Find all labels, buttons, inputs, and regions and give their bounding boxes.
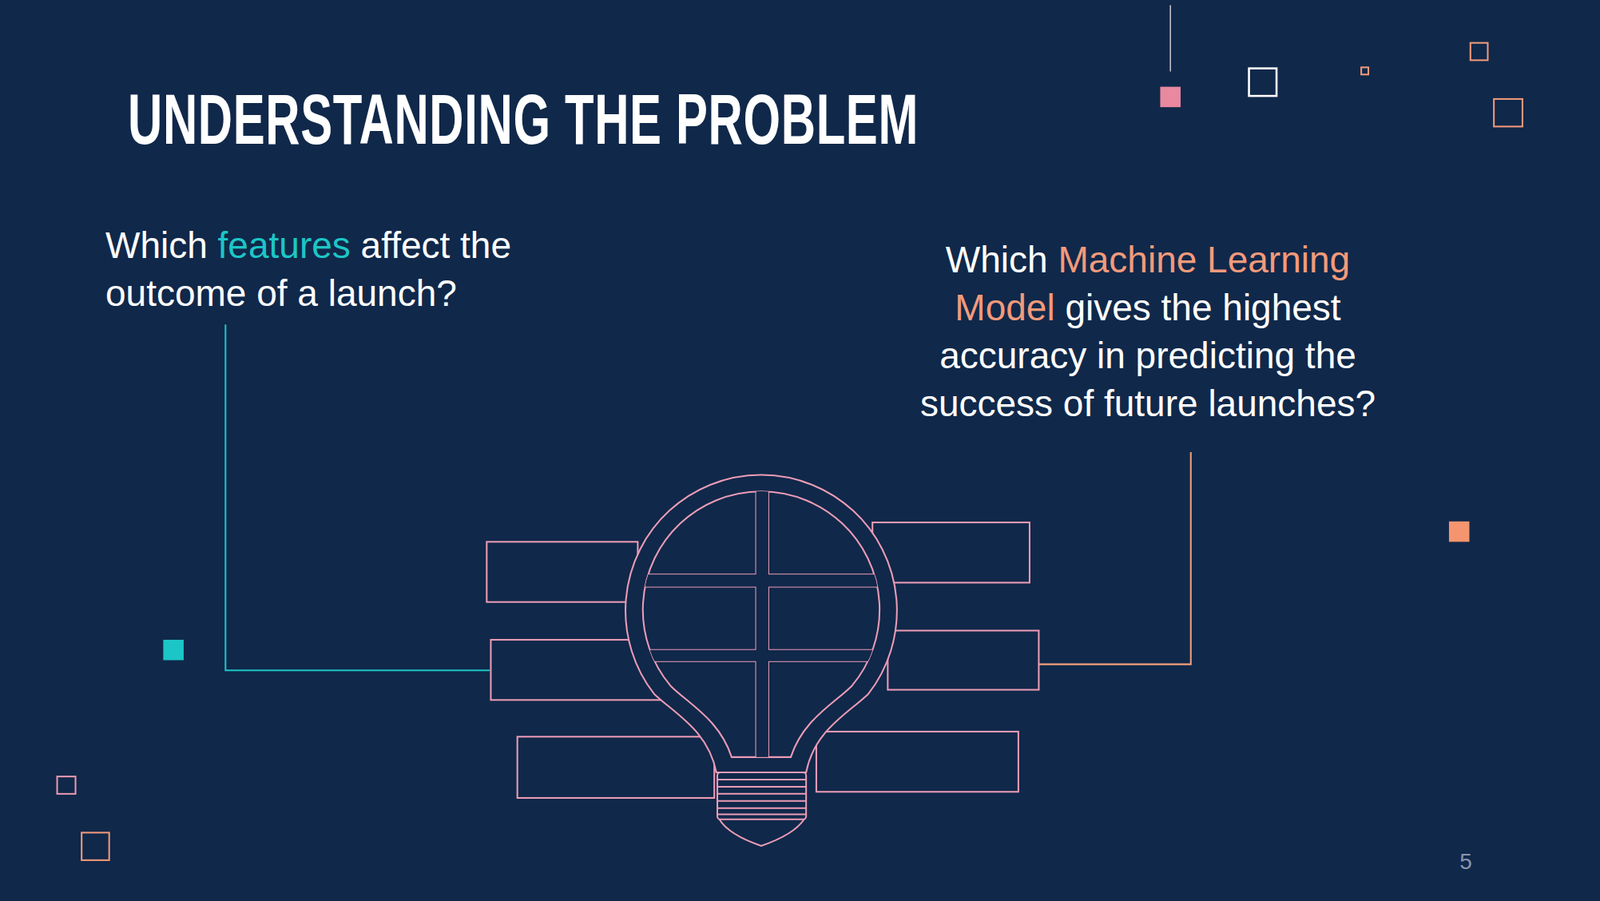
- bulb-divider-fill: [756, 469, 769, 776]
- bulb-thread: [717, 778, 806, 781]
- question-text-block: Which Machine Learning Model gives the h…: [892, 235, 1404, 428]
- deco-square: [1493, 99, 1523, 127]
- bulb-thread: [717, 786, 806, 788]
- bulb-thread: [717, 793, 806, 795]
- bulb-thread: [717, 813, 806, 815]
- bulb-bar: [887, 630, 1039, 690]
- page-number-block: 5: [1437, 848, 1494, 876]
- bulb-tip: [719, 819, 805, 846]
- bulb-screw: [717, 772, 806, 820]
- deco-square: [57, 776, 76, 795]
- bulb-thread: [717, 807, 806, 810]
- deco-square: [1159, 87, 1181, 108]
- leader-line: [1038, 452, 1191, 665]
- deco-square: [1361, 67, 1369, 75]
- bulb-divider: [611, 650, 918, 662]
- bulb-divider-fill: [611, 574, 918, 587]
- bulb-bar: [486, 541, 638, 602]
- leader-line: [225, 324, 490, 671]
- slide-title: UNDERSTANDING THE PROBLEM: [127, 83, 919, 155]
- bulb-divider: [611, 574, 918, 587]
- question-text: Which: [105, 224, 208, 267]
- deco-square: [1249, 68, 1277, 96]
- deco-square: [81, 832, 109, 860]
- bulb-bar: [517, 736, 715, 799]
- question-text: Which: [945, 238, 1049, 281]
- page-number: 5: [1459, 849, 1473, 874]
- question-text: features: [218, 224, 351, 267]
- bulb-divider: [756, 469, 769, 776]
- bulb-bar: [872, 522, 1030, 583]
- deco-square: [162, 639, 184, 661]
- bulb-bar: [816, 731, 1019, 792]
- deco-square: [1449, 521, 1470, 543]
- hanging-line: [1169, 4, 1172, 72]
- bulb-thread: [717, 800, 806, 802]
- bulb-divider-fill: [611, 650, 918, 662]
- deco-square: [1470, 43, 1489, 61]
- question-text-block: Which features affect the outcome of a l…: [105, 221, 617, 318]
